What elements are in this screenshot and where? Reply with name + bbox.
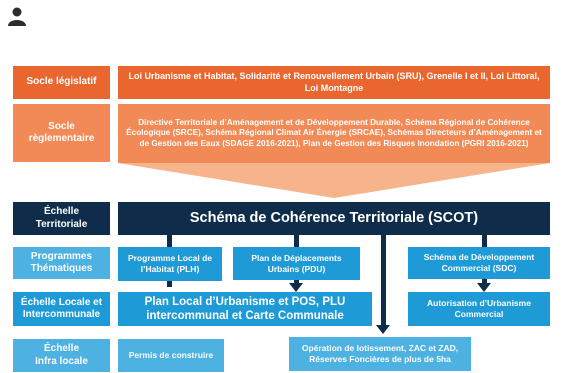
arrow-scot-plh bbox=[167, 235, 172, 255]
box-directives: Directive Territoriale d’Aménagement et … bbox=[118, 104, 550, 163]
box-sdc: Schéma de Développement Commercial (SDC) bbox=[408, 247, 550, 279]
box-plu: Plan Local d’Urbanisme et POS, PLU inter… bbox=[118, 292, 372, 326]
label-echelle-locale: Échelle Locale et Intercommunale bbox=[13, 292, 110, 326]
box-pdu: Plan de Déplacements Urbains (PDU) bbox=[233, 247, 360, 280]
arrowhead-plu bbox=[289, 283, 303, 292]
arrowhead-operation bbox=[376, 325, 390, 334]
funnel-arrow bbox=[118, 163, 550, 198]
label-socle-reglementaire: Socle règlementaire bbox=[13, 104, 110, 162]
arrow-scot-pdu bbox=[294, 235, 299, 247]
arrow-scot-sdc bbox=[482, 235, 487, 247]
box-operation: Opération de lotissement, ZAC et ZAD, Ré… bbox=[289, 337, 471, 371]
label-programmes-thematiques: Programmes Thématiques bbox=[13, 247, 110, 279]
label-echelle-infra: Échelle Infra locale bbox=[13, 339, 110, 372]
arrow-sdc-autorisation bbox=[482, 279, 487, 285]
box-permis: Permis de construire bbox=[118, 339, 224, 372]
user-icon bbox=[8, 7, 26, 26]
box-scot: Schéma de Cohérence Territoriale (SCOT) bbox=[118, 202, 550, 235]
arrow-scot-operation bbox=[381, 235, 386, 325]
box-plh: Programme Local de l’Habitat (PLH) bbox=[118, 247, 222, 281]
arrow-plh-plu bbox=[167, 281, 172, 287]
box-lois: Loi Urbanisme et Habitat, Solidarité et … bbox=[118, 66, 550, 99]
label-echelle-territoriale: Échelle Territoriale bbox=[13, 202, 110, 235]
label-socle-legislatif: Socle législatif bbox=[13, 66, 110, 99]
arrowhead-autorisation bbox=[477, 283, 491, 292]
box-autorisation: Autorisation d’Urbanisme Commercial bbox=[408, 292, 550, 326]
arrow-pdu-plu bbox=[294, 279, 299, 285]
